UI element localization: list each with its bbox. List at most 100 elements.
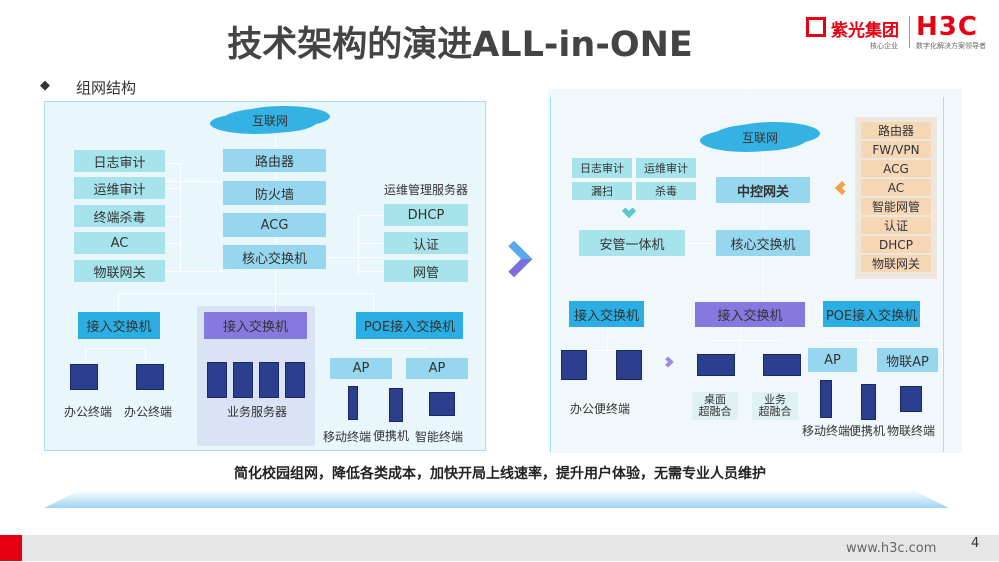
right-cloud-internet: 互联网 xyxy=(712,124,808,151)
right-panel xyxy=(550,97,944,452)
connector-line xyxy=(118,293,373,294)
left-access1-node: 接入交换机 xyxy=(78,312,160,339)
connector-line xyxy=(165,243,180,244)
hci-appliance-icon xyxy=(697,354,735,376)
unis-logo-icon xyxy=(806,17,826,37)
desktop-pc-icon xyxy=(561,350,587,380)
left-mgmt-0-node: DHCP xyxy=(384,204,468,226)
left-core-1-node: 防火墙 xyxy=(223,181,326,205)
left-security-4-node: 物联网关 xyxy=(74,260,165,282)
left-mgmt-1-node: 认证 xyxy=(384,232,468,254)
right-functions-5-node: 认证 xyxy=(861,217,931,234)
footer-red-block xyxy=(0,535,22,561)
connector-line xyxy=(85,348,86,362)
right-functions-6-node: DHCP xyxy=(861,236,931,253)
laptop-icon xyxy=(429,392,455,416)
connector-line xyxy=(362,348,427,349)
right-access1-node: 接入交换机 xyxy=(569,301,644,327)
connector-line xyxy=(326,257,384,258)
divider xyxy=(909,16,910,48)
mobile-phone-icon xyxy=(820,380,832,418)
server-icon xyxy=(207,362,227,398)
connector-line xyxy=(825,340,920,341)
desktop-pc-icon xyxy=(616,350,642,380)
right-functions-2-node: ACG xyxy=(861,160,931,177)
footer-bar xyxy=(22,535,999,561)
brand-sub: 数字化解决方案领导者 xyxy=(916,42,986,50)
left-cloud-internet: 互联网 xyxy=(222,108,318,133)
server-icon xyxy=(259,362,279,398)
connector-line xyxy=(165,271,225,272)
right-security-2-node: 漏扫 xyxy=(572,182,632,200)
left-core-0-node: 路由器 xyxy=(223,149,326,172)
connector-line xyxy=(750,93,751,96)
connector-line xyxy=(165,216,180,217)
connector-line xyxy=(740,327,741,347)
left-terminals-0-label: 办公终端 xyxy=(63,404,112,419)
left-ap2-node: AP xyxy=(406,358,468,379)
left-wireless-2-label: 智能终端 xyxy=(415,429,464,444)
connector-line xyxy=(870,327,871,347)
right-security-0-node: 日志审计 xyxy=(572,158,632,178)
right-hci-1-node: 业务 超融合 xyxy=(752,392,798,420)
connector-line xyxy=(118,293,119,313)
right-functions-0-node: 路由器 xyxy=(861,122,931,139)
connector-line xyxy=(373,293,374,313)
tablet-icon xyxy=(861,384,876,420)
right-functions-4-node: 智能网管 xyxy=(861,198,931,215)
connector-line xyxy=(165,163,180,164)
footer-url[interactable]: www.h3c.com xyxy=(846,541,937,556)
right-functions-3-node: AC xyxy=(861,179,931,196)
connector-line xyxy=(358,215,384,216)
page-title: 技术架构的演进ALL-in-ONE xyxy=(227,25,693,65)
caption-bar xyxy=(44,490,949,508)
right-security-1-node: 运维审计 xyxy=(636,158,696,178)
connector-line xyxy=(358,215,359,275)
connector-line xyxy=(607,327,608,350)
left-core-2-node: ACG xyxy=(223,213,326,237)
desktop-pc-icon xyxy=(136,364,164,390)
left-access2-node: 接入交换机 xyxy=(204,312,307,339)
left-mgmt_title-label: 运维管理服务器 xyxy=(384,182,469,197)
left-security-3-node: AC xyxy=(74,232,165,254)
connector-line xyxy=(145,348,146,362)
right-appliance-node: 安管一体机 xyxy=(579,230,685,256)
group-sub: 核心企业 xyxy=(870,42,898,50)
right-functions-7-node: 物联网关 xyxy=(861,255,931,272)
iot-camera-icon xyxy=(900,386,922,412)
left-security-0-node: 日志审计 xyxy=(74,150,165,172)
left-mgmt-2-node: 网管 xyxy=(384,260,468,282)
right-security-3-node: 杀毒 xyxy=(636,182,696,200)
right-wireless-2-label: 物联终端 xyxy=(886,423,935,438)
connector-line xyxy=(358,271,384,272)
caption: 简化校园组网，降低各类成本，加快开局上线速率，提升用户体验，无需专业人员维护 xyxy=(234,466,766,482)
connector-line xyxy=(180,163,181,271)
right-core-node: 核心交换机 xyxy=(716,230,810,256)
right-hci-0-node: 桌面 超融合 xyxy=(692,392,738,420)
tablet-icon xyxy=(389,388,403,422)
left-terminals-1-label: 办公终端 xyxy=(123,404,172,419)
left-servers-label: 业务服务器 xyxy=(226,404,287,419)
left-wireless-1-label: 便携机 xyxy=(372,428,409,443)
right-wireless-0-label: 移动终端 xyxy=(802,423,851,438)
left-security-1-node: 运维审计 xyxy=(74,177,165,199)
group-name: 紫光集团 xyxy=(831,21,899,41)
right-access2-node: 接入交换机 xyxy=(695,302,805,327)
left-wireless-0-label: 移动终端 xyxy=(323,429,372,444)
right-poe-node: POE接入交换机 xyxy=(823,301,920,327)
left-poe-node: POE接入交换机 xyxy=(356,312,463,339)
connector-line xyxy=(85,348,145,349)
right-wireless-1-label: 便携机 xyxy=(849,423,886,438)
connector-line xyxy=(165,188,180,189)
right-terminals-label: 办公便终端 xyxy=(570,401,631,416)
section-label: 组网结构 xyxy=(76,79,137,97)
right-functions-1-node: FW/VPN xyxy=(861,141,931,158)
connector-line xyxy=(712,340,782,341)
left-core-3-node: 核心交换机 xyxy=(223,245,326,269)
connector-line xyxy=(580,350,635,351)
logo: 紫光集团 核心企业 H3C 数字化解决方案领导者 xyxy=(806,12,996,50)
server-icon xyxy=(285,362,305,398)
right-ap-node: AP xyxy=(808,348,857,372)
section-bullet: ◆ xyxy=(40,78,50,93)
hci-appliance-icon xyxy=(763,354,801,376)
